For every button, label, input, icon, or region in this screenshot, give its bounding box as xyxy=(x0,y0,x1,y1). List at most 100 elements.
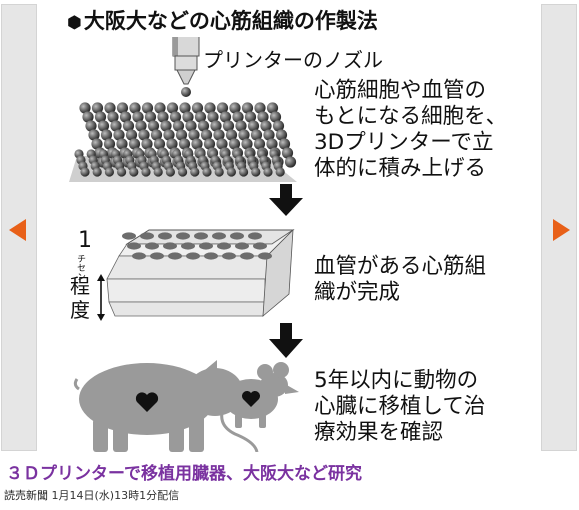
cell-sphere xyxy=(222,120,235,132)
cell-sphere xyxy=(185,120,197,132)
publish-datetime: 1月14日(水)13時1分配信 xyxy=(51,489,180,502)
infographic-title: ⬢大阪大などの心筋組織の作製法 xyxy=(67,5,510,37)
cell-sphere xyxy=(253,138,266,150)
down-arrow-icon xyxy=(269,184,303,216)
cell-sphere xyxy=(163,129,175,141)
cell-sphere xyxy=(113,129,125,141)
cell-sphere xyxy=(116,138,128,150)
cell-sphere xyxy=(219,111,232,123)
cell-sphere xyxy=(190,167,200,177)
cell-sphere xyxy=(202,167,212,177)
cell-sphere xyxy=(235,120,247,132)
cell-sphere xyxy=(154,102,166,114)
cell-sphere xyxy=(141,102,154,114)
tissue-cell xyxy=(158,232,172,240)
cell-sphere xyxy=(119,111,132,123)
cell-sphere xyxy=(269,111,282,123)
tissue-cell xyxy=(150,252,164,260)
cell-sphere xyxy=(110,120,122,132)
cell-sphere xyxy=(165,167,175,177)
cell-sphere xyxy=(214,167,224,177)
cell-sphere xyxy=(226,167,236,177)
infographic: ⬢大阪大などの心筋組織の作製法 プリンターのノズル 心筋細胞や血管の もとになる… xyxy=(67,4,510,452)
cell-sphere xyxy=(203,138,216,150)
cell-sphere xyxy=(272,120,285,132)
cell-sphere xyxy=(116,102,129,114)
cell-sphere xyxy=(179,102,191,114)
size-unit: チセン xyxy=(75,254,85,281)
cell-sphere xyxy=(260,120,272,132)
cell-sphere xyxy=(188,129,200,141)
cell-sphere xyxy=(247,120,260,132)
cell-sphere xyxy=(250,129,263,141)
cell-sphere xyxy=(204,102,216,114)
cell-sphere xyxy=(172,120,185,132)
cell-sphere xyxy=(266,102,279,114)
size-label-2: 度 xyxy=(70,298,90,322)
source-label: 読売新聞 xyxy=(4,489,48,502)
cell-sphere xyxy=(104,167,114,177)
size-label-1: 程 xyxy=(70,274,90,298)
heart-tissue-block xyxy=(106,228,295,317)
cell-sphere xyxy=(182,111,194,123)
cell-sphere xyxy=(79,102,91,114)
tissue-cell xyxy=(145,242,159,250)
cell-sphere xyxy=(91,102,104,114)
next-image-button[interactable] xyxy=(541,4,577,451)
cell-sphere xyxy=(257,111,269,123)
article-headline-link[interactable]: ３Ｄプリンターで移植用臓器、大阪大など研究 xyxy=(6,464,362,484)
size-number: 1 xyxy=(78,228,92,253)
prev-image-button[interactable] xyxy=(1,4,37,451)
cell-sphere xyxy=(103,138,116,150)
tissue-cell xyxy=(132,252,146,260)
cell-sphere xyxy=(141,167,151,177)
cell-sphere xyxy=(278,138,291,150)
cell-sphere xyxy=(194,111,207,123)
tissue-cell xyxy=(235,242,249,250)
cell-sphere xyxy=(244,111,257,123)
cell-sphere xyxy=(100,129,113,141)
tissue-cell xyxy=(258,252,272,260)
cell-sphere xyxy=(263,167,273,177)
cell-sphere xyxy=(129,167,139,177)
cell-sphere xyxy=(229,102,241,114)
tissue-cell xyxy=(248,232,262,240)
printed-cell-block xyxy=(74,102,297,177)
cell-sphere xyxy=(284,156,297,168)
tissue-cell xyxy=(253,242,267,250)
size-bracket xyxy=(97,274,105,321)
tissue-cell xyxy=(212,232,226,240)
cell-sphere xyxy=(178,138,191,150)
cell-sphere xyxy=(232,111,244,123)
cell-sphere xyxy=(213,129,225,141)
cell-sphere xyxy=(82,111,94,123)
cell-sphere xyxy=(251,167,261,177)
step-1-text: 心筋細胞や血管の もとになる細胞を、 3Dプリンターで立 体的に積み上げる xyxy=(314,78,508,181)
tissue-cell xyxy=(230,232,244,240)
tissue-cell xyxy=(127,242,141,250)
heart-icon xyxy=(242,391,260,407)
cell-sphere xyxy=(85,120,97,132)
cell-sphere xyxy=(91,138,103,150)
cell-sphere xyxy=(216,102,229,114)
tissue-cell xyxy=(163,242,177,250)
cell-sphere xyxy=(210,120,222,132)
cell-sphere xyxy=(241,102,254,114)
cell-sphere xyxy=(117,167,127,177)
cell-sphere xyxy=(275,167,285,177)
chevron-right-icon xyxy=(553,219,570,241)
cell-sphere xyxy=(238,129,250,141)
nozzle-label: プリンターのノズル xyxy=(203,48,383,72)
cell-sphere xyxy=(263,129,275,141)
cell-sphere xyxy=(97,120,110,132)
heart-icon xyxy=(135,392,159,412)
cell-sphere xyxy=(144,111,157,123)
cell-sphere xyxy=(228,138,241,150)
cell-sphere xyxy=(122,120,135,132)
cell-sphere xyxy=(254,102,266,114)
tissue-cell xyxy=(222,252,236,260)
photo-viewer: ⬢大阪大などの心筋組織の作製法 プリンターのノズル 心筋細胞や血管の もとになる… xyxy=(1,4,577,452)
cell-sphere xyxy=(160,120,172,132)
tissue-cell xyxy=(168,252,182,260)
cell-sphere xyxy=(216,138,228,150)
